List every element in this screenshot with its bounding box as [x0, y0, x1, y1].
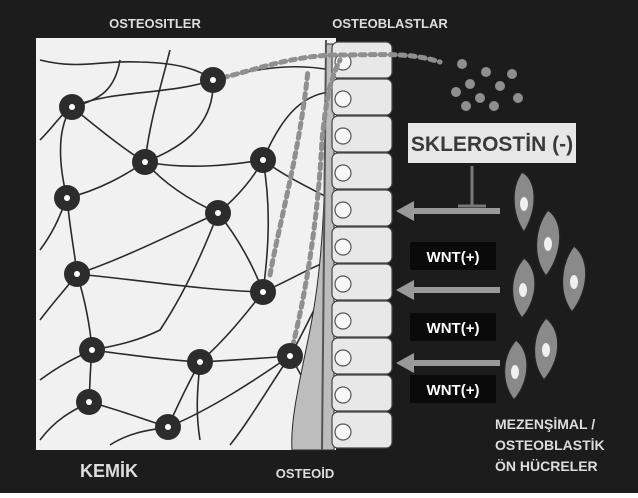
osteoblast-nucleus [335, 276, 351, 292]
osteocyte [277, 343, 303, 369]
osteoblast-nucleus [335, 128, 351, 144]
osteocyte [59, 94, 85, 120]
osteoid-label: OSTEOİD [276, 466, 335, 481]
osteocyte [187, 349, 213, 375]
bone-label: KEMİK [80, 461, 138, 481]
osteocytes-label: OSTEOSITLER [109, 16, 201, 31]
osteoblast-nucleus [335, 387, 351, 403]
osteocyte [250, 279, 276, 305]
wnt-label: WNT(+) [427, 249, 480, 266]
osteoblast-nucleus [335, 202, 351, 218]
osteocyte [205, 200, 231, 226]
wnt-arrow-shaft [410, 208, 500, 214]
wnt-arrow-shaft [410, 360, 500, 366]
osteocyte [79, 337, 105, 363]
osteoblast-nucleus [335, 165, 351, 181]
osteocyte [54, 185, 80, 211]
sclerostin-label: SKLEROSTİN (-) [411, 133, 573, 156]
progenitor-label-line2: OSTEOBLASTİK [495, 437, 605, 453]
wnt-label: WNT(+) [427, 320, 480, 337]
osteoblast-nucleus [335, 239, 351, 255]
osteoblast-nucleus [335, 350, 351, 366]
osteocyte [76, 389, 102, 415]
progenitor-label-line1: MEZENŞİMAL / [495, 416, 595, 432]
osteoblasts-label: OSTEOBLASTLAR [332, 16, 448, 31]
osteoblast-column [332, 42, 392, 448]
osteocyte [155, 414, 181, 440]
osteoblast-nucleus [335, 424, 351, 440]
osteocyte [132, 149, 158, 175]
osteoblast-nucleus [335, 91, 351, 107]
osteocyte [250, 147, 276, 173]
progenitor-label-line3: ÖN HÜCRELER [495, 458, 598, 474]
osteocyte [200, 67, 226, 93]
wnt-label: WNT(+) [427, 382, 480, 399]
osteocyte [64, 261, 90, 287]
wnt-arrow-shaft [410, 287, 500, 293]
osteoblast-nucleus [335, 313, 351, 329]
